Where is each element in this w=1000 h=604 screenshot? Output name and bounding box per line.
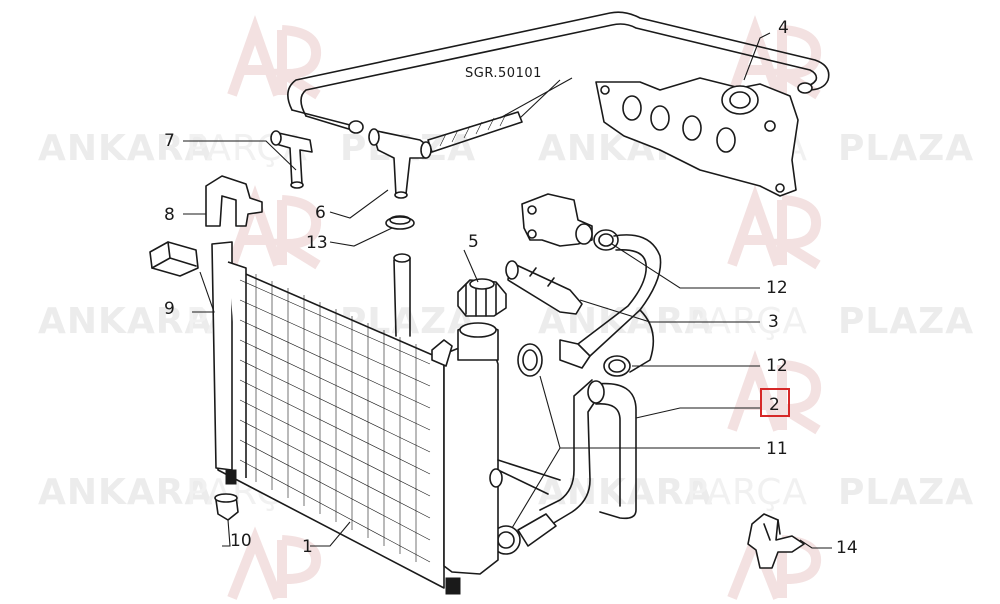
reference-leader-b xyxy=(519,79,561,119)
leader-11a xyxy=(539,375,760,449)
watermark-brand-right-9: PLAZA xyxy=(838,472,974,513)
callout-3: 3 xyxy=(768,312,779,332)
callout-12-top: 12 xyxy=(766,278,788,298)
watermark-brand-left-1: ANKARA xyxy=(38,128,213,169)
watermark-brand-right-8: PARÇA xyxy=(686,472,808,513)
leader-11b xyxy=(511,447,561,529)
callout-4: 4 xyxy=(778,18,789,38)
callout-2-highlight-box xyxy=(760,388,790,417)
part-11-clamp-bottom xyxy=(491,513,557,555)
reference-leader-a xyxy=(499,77,573,119)
leader-2 xyxy=(635,407,760,419)
part-2-lower-radiator-hose xyxy=(539,379,637,525)
watermark-brand-left-4: ANKARA xyxy=(38,301,213,342)
leader-13 xyxy=(329,227,393,247)
part-14-retaining-clip xyxy=(747,513,805,569)
leader-12a xyxy=(611,243,760,289)
leader-6 xyxy=(329,189,389,219)
part-7-pipe-fitting xyxy=(270,130,313,189)
leader-10 xyxy=(222,519,231,547)
vertical-pipe xyxy=(393,253,411,337)
callout-11: 11 xyxy=(766,439,788,459)
watermark-brand-right-3: PLAZA xyxy=(838,128,974,169)
leader-14 xyxy=(799,539,832,549)
callout-13: 13 xyxy=(306,233,328,253)
leader-9 xyxy=(192,271,215,313)
callout-8: 8 xyxy=(164,205,175,225)
callout-10: 10 xyxy=(230,531,252,551)
callout-12-lower: 12 xyxy=(766,356,788,376)
callout-labels: 7 8 9 6 13 5 4 12 3 12 2 11 1 10 14 xyxy=(164,18,858,558)
watermark-brand-left-7: ANKARA xyxy=(38,472,213,513)
upper-radiator-hose xyxy=(559,234,662,373)
callout-6: 6 xyxy=(315,203,326,223)
leader-4 xyxy=(743,32,771,81)
callout-9: 9 xyxy=(164,299,175,319)
callout-1: 1 xyxy=(302,537,313,557)
leader-lines xyxy=(183,32,832,549)
part-6-tee-connector xyxy=(368,128,432,199)
part-13-hose-clip xyxy=(385,215,415,230)
part-9-mount-block xyxy=(149,241,199,277)
callout-2: 2 xyxy=(769,395,780,415)
part-12-clamp-lower xyxy=(603,355,631,377)
callout-14: 14 xyxy=(836,538,858,558)
radiator-core-grid xyxy=(239,274,431,563)
reference-group: SGR.50101 xyxy=(427,66,573,153)
watermark-brand-right-6: PLAZA xyxy=(838,301,974,342)
part-12-clamp-top xyxy=(593,229,619,251)
leader-5 xyxy=(463,249,479,283)
part-3-thermostat-housing xyxy=(505,193,593,315)
callout-5: 5 xyxy=(468,232,479,252)
watermark-text: ANKARA PARÇA PLAZA ANKARA PARÇA PLAZA AN… xyxy=(38,128,974,513)
leader-1 xyxy=(310,521,351,547)
leader-3 xyxy=(579,299,760,323)
part-10-drain-plug xyxy=(214,493,239,521)
reference-label: SGR.50101 xyxy=(465,66,542,81)
part-1-radiator xyxy=(211,241,561,595)
part-11-clamp-top xyxy=(517,343,543,377)
callout-7: 7 xyxy=(164,131,175,151)
part-8-bracket xyxy=(205,175,263,227)
part-4-bypass-pipe xyxy=(287,11,830,134)
leader-7 xyxy=(183,140,297,171)
intake-manifold xyxy=(595,77,799,197)
part-5-filler-cap xyxy=(457,278,507,317)
